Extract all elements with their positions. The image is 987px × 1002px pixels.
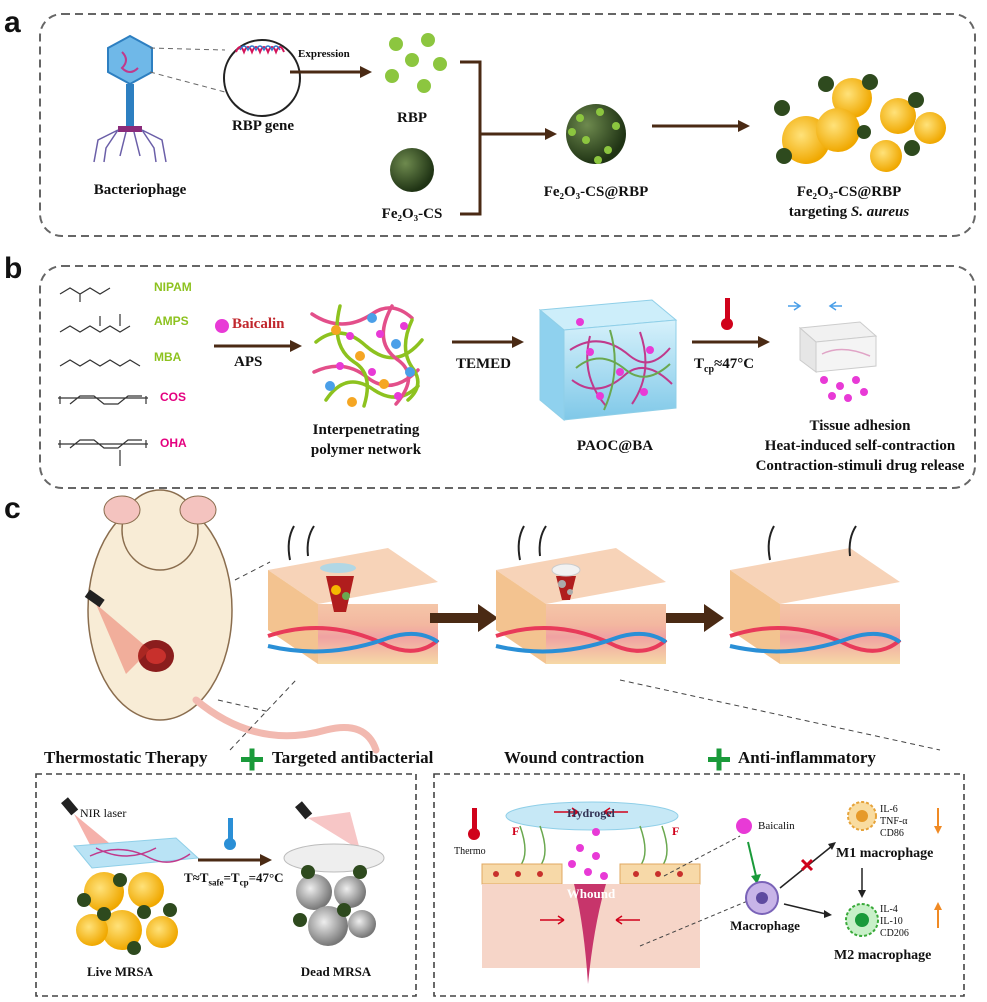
bacteriophage-label: Bacteriophage [93, 182, 187, 198]
network-nodes [325, 313, 415, 407]
monomer-mba: MBA [154, 350, 182, 364]
polymer-network-illustration [310, 304, 424, 408]
targeting-label-line2: targeting S. aureus [788, 204, 910, 220]
hydrogel-block [538, 299, 678, 422]
panel-label-c: c [4, 492, 21, 525]
aps-label: APS [234, 354, 263, 370]
m2-marker-2: IL-10 [880, 916, 903, 927]
m2-marker-3: CD206 [880, 928, 909, 939]
rbp-gene-label: RBP gene [231, 118, 295, 134]
expression-label: Expression [298, 48, 350, 60]
hydrogel-c-label: Hydrogel [567, 806, 615, 820]
m2-marker-1: IL-4 [880, 904, 898, 915]
m1-marker-1: IL-6 [880, 804, 898, 815]
rbp-label: RBP [397, 110, 427, 126]
network-label-line2: polymer network [310, 442, 422, 458]
plus-icon-right [708, 748, 730, 771]
s-aureus-cluster [774, 74, 946, 172]
skin-block-3 [729, 525, 902, 664]
contracted-gel [788, 301, 878, 402]
live-mrsa-label: Live MRSA [86, 964, 154, 979]
monomer-nipam: NIPAM [154, 280, 192, 294]
composite-label: Fe₂O₃-CS@RBP [543, 184, 649, 200]
plus-icon-left [241, 748, 263, 771]
panel-label-a: a [4, 6, 21, 39]
panel-c-right-frame [433, 773, 965, 997]
temp-equation: T≈Tsafe=Tcp=47°C [184, 870, 284, 888]
monomer-oha: OHA [160, 436, 187, 450]
right-title-2: Anti-inflammatory [738, 748, 876, 767]
wound-label: Whound [566, 886, 616, 901]
m2-label: M2 macrophage [834, 948, 932, 963]
panel-a-frame [39, 13, 976, 237]
hydrogel-label: PAOC@BA [576, 438, 654, 454]
rbp-beads [385, 33, 447, 93]
thermostatic-therapy-illustration [61, 797, 385, 955]
m1-marker-2: TNF-α [880, 816, 908, 827]
tcp-label: Tcp≈47°C [694, 356, 755, 375]
fe2o3-cs-label: Fe₂O₃-CS [381, 206, 443, 222]
thermometer-icon-b [721, 298, 733, 330]
dead-mrsa-label: Dead MRSA [300, 964, 372, 979]
mouse-illustration [84, 489, 380, 754]
panel-label-b: b [4, 252, 23, 285]
wound-contraction-illustration [468, 801, 942, 984]
skin-block-1 [267, 525, 440, 664]
monomer-amps: AMPS [154, 314, 189, 328]
panel-c-left-frame [35, 773, 417, 997]
macrophage-label: Macrophage [730, 918, 800, 933]
baicalin-c-label: Baicalin [758, 820, 795, 832]
baicalin-dot [215, 319, 229, 333]
force-label-left: F [512, 824, 520, 838]
nir-laser-label: NIR laser [80, 806, 127, 820]
thermo-label: Thermo [454, 846, 486, 857]
skin-block-2 [495, 525, 668, 664]
result-line3: Contraction-stimuli drug release [755, 458, 965, 474]
left-title-1: Thermostatic Therapy [44, 748, 208, 767]
result-line1: Tissue adhesion [809, 418, 911, 434]
panel-b-frame [39, 265, 976, 489]
composite-sphere [566, 104, 626, 164]
baicalin-label: Baicalin [232, 316, 285, 332]
monomer-structures [58, 287, 148, 466]
left-title-2: Targeted antibacterial [272, 748, 434, 767]
m1-marker-3: CD86 [880, 828, 904, 839]
plasmid-illustration [223, 39, 301, 117]
force-label-right: F [672, 824, 680, 838]
fe2o3-cs-sphere [390, 148, 434, 192]
result-line2: Heat-induced self-contraction [764, 438, 956, 454]
right-title-1: Wound contraction [504, 748, 645, 767]
m1-label: M1 macrophage [836, 846, 934, 861]
network-label-line1: Interpenetrating [312, 422, 420, 438]
temed-label: TEMED [456, 356, 512, 372]
targeting-label-line1: Fe₂O₃-CS@RBP [796, 184, 902, 200]
bacteriophage-illustration [93, 34, 226, 163]
monomer-cos: COS [160, 390, 187, 404]
